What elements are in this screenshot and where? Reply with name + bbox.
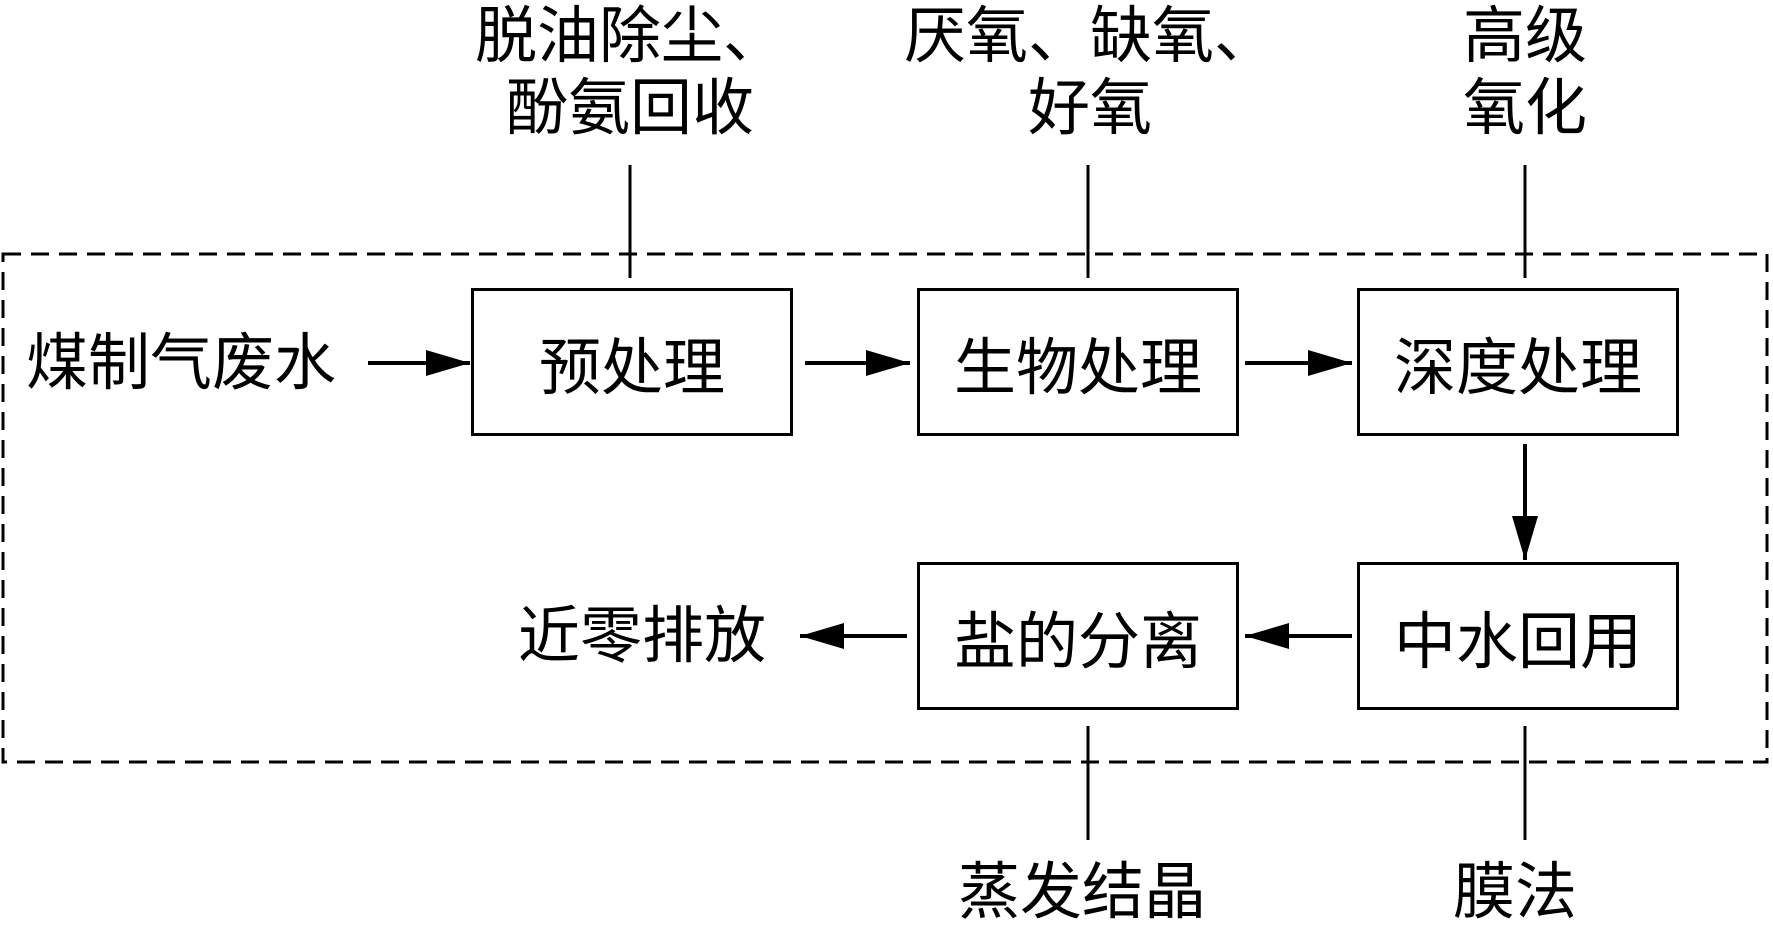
note-pretreatment-line2: 酚氨回收: [505, 71, 754, 144]
note-biological: 厌氧、缺氧、 好氧: [880, 0, 1300, 144]
output-label: 近零排放: [518, 599, 767, 672]
note-pretreatment-line1: 脱油除尘、: [474, 0, 785, 72]
box-reuse-label: 中水回用: [1393, 605, 1642, 678]
box-salt: 盐的分离: [917, 562, 1239, 710]
box-biological: 生物处理: [917, 288, 1239, 436]
note-reuse: 膜法: [1453, 855, 1578, 928]
box-advanced-label: 深度处理: [1393, 331, 1642, 404]
system-boundary: [1, 252, 1769, 764]
box-pretreatment: 预处理: [471, 288, 793, 436]
box-biological-label: 生物处理: [953, 331, 1202, 404]
note-pretreatment: 脱油除尘、 酚氨回收: [460, 0, 800, 144]
note-advanced: 高级 氧化: [1425, 0, 1625, 144]
note-advanced-line1: 高级: [1462, 0, 1587, 72]
note-biological-line2: 好氧: [1027, 71, 1152, 144]
box-reuse: 中水回用: [1357, 562, 1679, 710]
box-advanced: 深度处理: [1357, 288, 1679, 436]
source-label: 煤制气废水: [26, 326, 337, 399]
note-salt: 蒸发结晶: [958, 855, 1207, 928]
note-advanced-line2: 氧化: [1462, 71, 1587, 144]
note-biological-line1: 厌氧、缺氧、: [903, 0, 1276, 72]
box-salt-label: 盐的分离: [953, 605, 1202, 678]
box-pretreatment-label: 预处理: [538, 331, 725, 404]
